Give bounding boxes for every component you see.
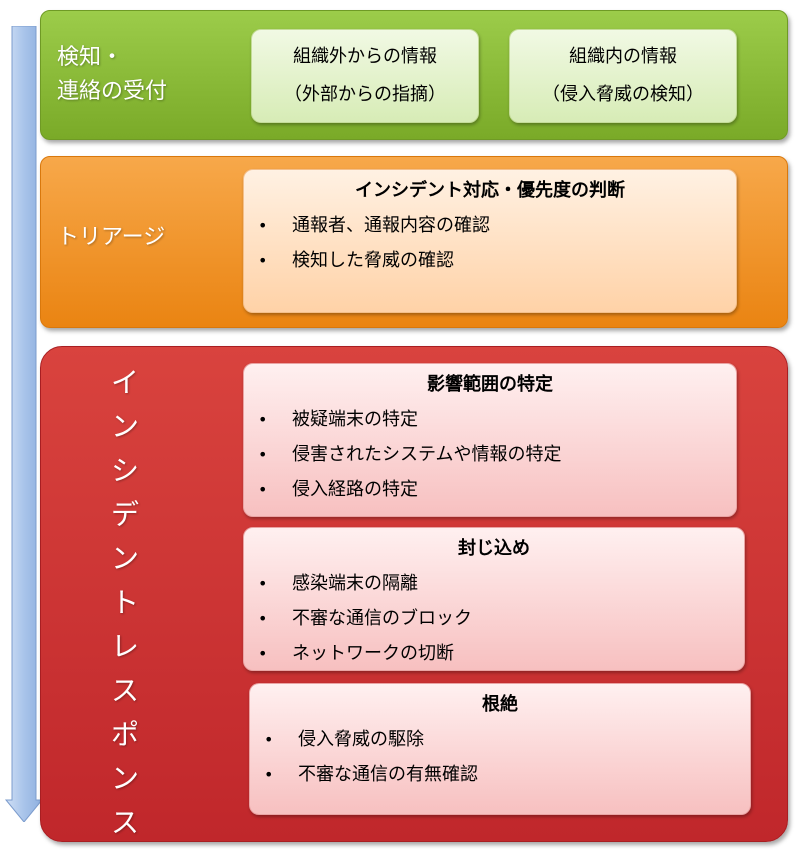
eradication-card: 根絶 侵入脅威の駆除 不審な通信の有無確認 <box>249 683 751 815</box>
list-item: 被疑端末の特定 <box>258 402 736 437</box>
internal-info-card: 組織内の情報 （侵入脅威の検知） <box>509 29 737 123</box>
triage-title: トリアージ <box>57 225 166 250</box>
list-item: 通報者、通報内容の確認 <box>258 208 736 243</box>
external-info-line1: 組織外からの情報 <box>293 46 437 67</box>
eradication-heading: 根絶 <box>482 694 518 715</box>
title-char: レ <box>110 630 139 663</box>
list-item: 不審な通信の有無確認 <box>264 757 750 792</box>
title-char: シ <box>110 454 139 487</box>
list-item: 検知した脅威の確認 <box>258 243 736 278</box>
internal-info-line2: （侵入脅威の検知） <box>542 84 704 105</box>
title-char: ン <box>110 410 139 443</box>
triage-band: トリアージ インシデント対応・優先度の判断 通報者、通報内容の確認 検知した脅威… <box>40 156 788 328</box>
containment-list: 感染端末の隔離 不審な通信のブロック ネットワークの切断 <box>244 566 744 671</box>
list-item: 侵入経路の特定 <box>258 472 736 507</box>
external-info-card: 組織外からの情報 （外部からの指摘） <box>251 29 479 123</box>
external-info-line2: （外部からの指摘） <box>284 84 446 105</box>
detection-title-line2: 連絡の受付 <box>57 79 168 104</box>
title-char: ト <box>110 586 139 619</box>
triage-list: 通報者、通報内容の確認 検知した脅威の確認 <box>244 208 736 278</box>
eradication-list: 侵入脅威の駆除 不審な通信の有無確認 <box>250 722 750 792</box>
containment-heading: 封じ込め <box>458 538 530 559</box>
title-char: ポ <box>110 718 139 751</box>
incident-response-title: イ ン シ デ ン ト レ ス ポ ン ス <box>105 361 145 845</box>
triage-heading: インシデント対応・優先度の判断 <box>355 180 625 201</box>
title-char: ス <box>110 806 139 839</box>
title-char: ン <box>110 542 139 575</box>
list-item: ネットワークの切断 <box>258 636 744 671</box>
title-char: イ <box>110 366 139 399</box>
scope-card: 影響範囲の特定 被疑端末の特定 侵害されたシステムや情報の特定 侵入経路の特定 <box>243 363 737 517</box>
detection-title: 検知・ 連絡の受付 <box>57 41 227 109</box>
scope-list: 被疑端末の特定 侵害されたシステムや情報の特定 侵入経路の特定 <box>244 402 736 507</box>
containment-card: 封じ込め 感染端末の隔離 不審な通信のブロック ネットワークの切断 <box>243 527 745 671</box>
list-item: 感染端末の隔離 <box>258 566 744 601</box>
title-char: ス <box>110 674 139 707</box>
title-char: ン <box>110 762 139 795</box>
detection-band: 検知・ 連絡の受付 組織外からの情報 （外部からの指摘） 組織内の情報 （侵入脅… <box>40 10 788 140</box>
internal-info-line1: 組織内の情報 <box>569 46 677 67</box>
title-char: デ <box>110 498 139 531</box>
list-item: 侵入脅威の駆除 <box>264 722 750 757</box>
detection-title-line1: 検知・ <box>57 45 124 70</box>
list-item: 侵害されたシステムや情報の特定 <box>258 437 736 472</box>
triage-card: インシデント対応・優先度の判断 通報者、通報内容の確認 検知した脅威の確認 <box>243 169 737 313</box>
incident-response-band: イ ン シ デ ン ト レ ス ポ ン ス 影響範囲の特定 被疑端末の特定 侵害… <box>40 346 788 842</box>
flow-arrow <box>4 26 44 822</box>
scope-heading: 影響範囲の特定 <box>427 374 553 395</box>
list-item: 不審な通信のブロック <box>258 601 744 636</box>
